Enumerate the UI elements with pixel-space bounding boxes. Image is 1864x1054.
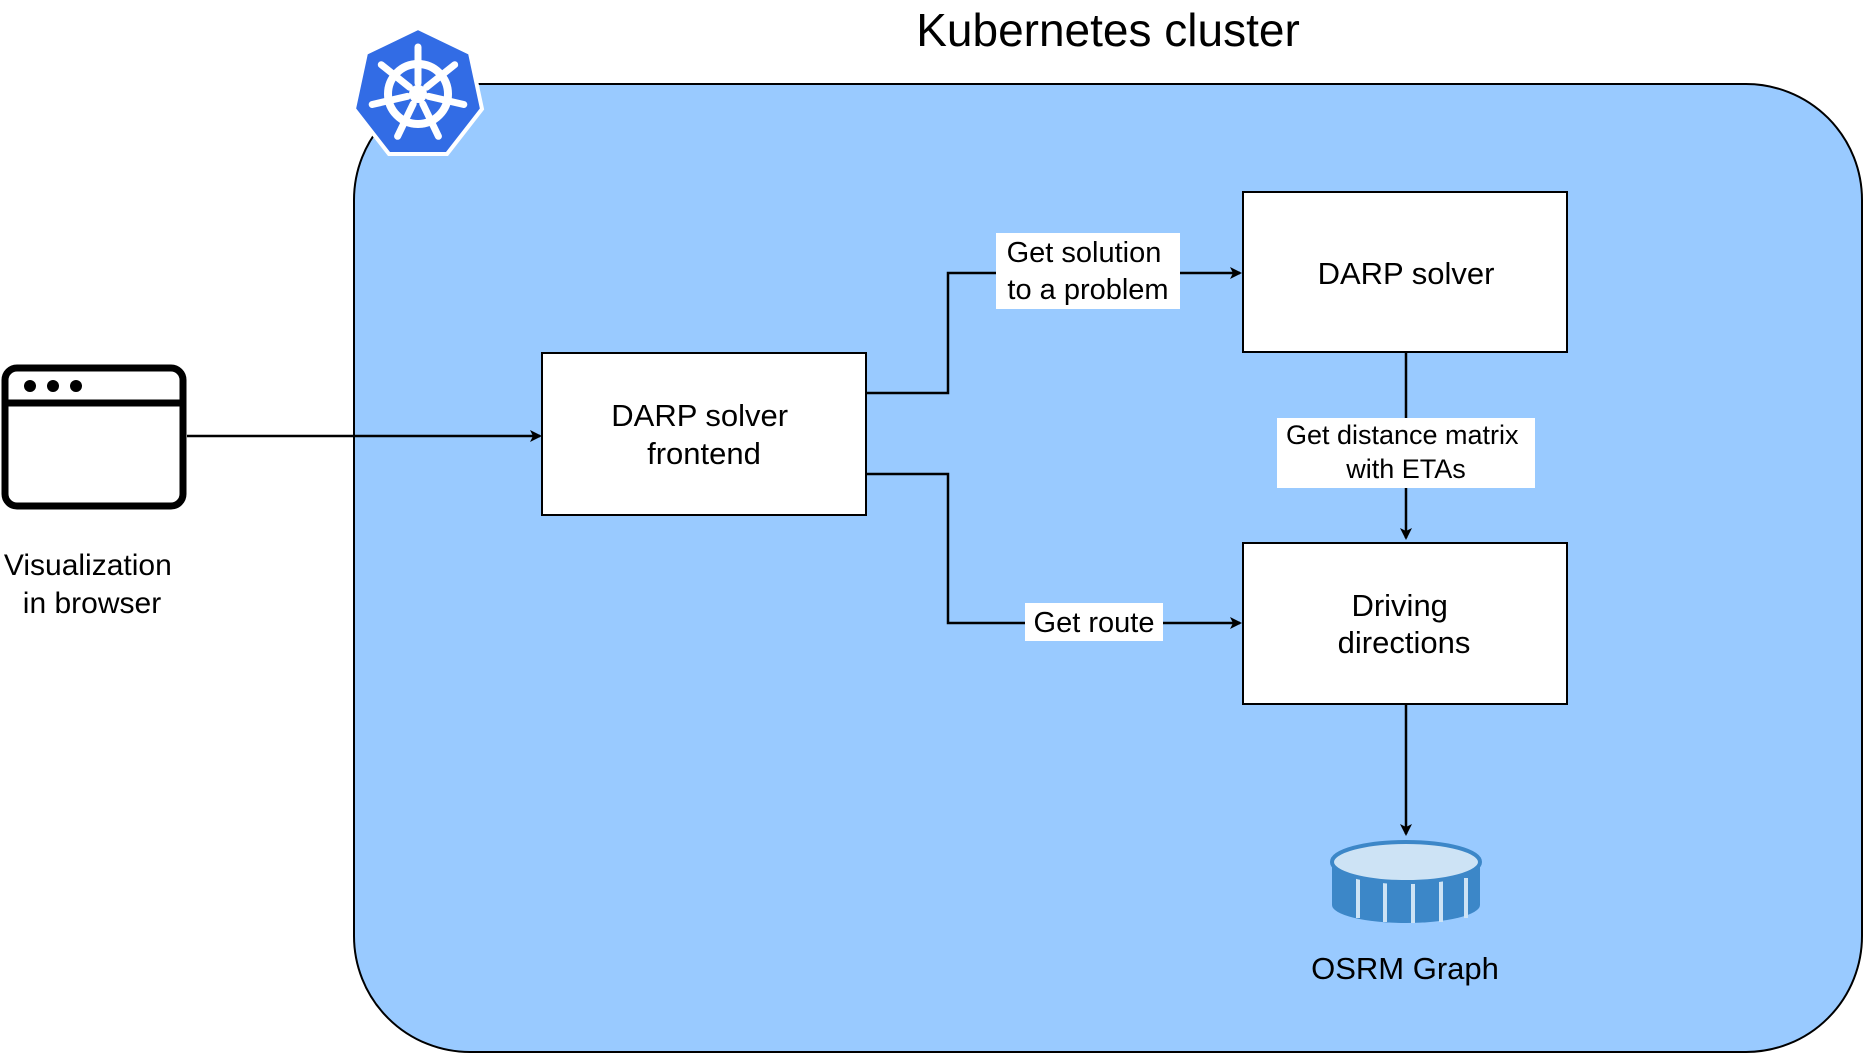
frontend-label-line-2: frontend: [647, 436, 761, 471]
edge-label-bg-route: [1025, 603, 1163, 641]
browser-label-line-1: Visualization: [4, 549, 172, 582]
edge-label-bg-solution: [996, 233, 1180, 309]
kubernetes-logo-icon: [351, 25, 485, 156]
driving-label-line-2: directions: [1338, 625, 1471, 660]
node-darp-solver: DARP solver: [1242, 191, 1568, 353]
driving-label-line-1: Driving: [1351, 588, 1447, 623]
solver-label: DARP solver: [1318, 256, 1495, 291]
svg-text:DARP solver: DARP solver: [1318, 256, 1495, 291]
cluster-title: Kubernetes cluster: [916, 4, 1300, 56]
node-darp-solver-frontend: DARP solver frontend: [541, 352, 867, 516]
kubernetes-cluster-container: [353, 83, 1863, 1053]
osrm-graph-label: OSRM Graph: [1311, 951, 1499, 986]
edge-label-distance-matrix: Get distance matrix with ETAs: [1286, 420, 1526, 484]
svg-text:DARP solver frontend: DARP solver frontend: [611, 398, 797, 471]
database-cylinder-icon: [1330, 840, 1482, 923]
frontend-label-line-1: DARP solver: [611, 398, 788, 433]
browser-window-icon: [1, 364, 187, 510]
browser-label-line-2: in browser: [23, 587, 161, 620]
edge-label-bg-matrix: [1277, 418, 1535, 488]
edge-label-get-solution: Get solution to a problem: [1007, 237, 1170, 306]
edge-label-get-route: Get route: [1034, 607, 1155, 639]
browser-label: Visualization in browser: [4, 549, 180, 620]
svg-text:Driving directions: Driving directions: [1338, 588, 1471, 660]
node-driving-directions: Driving directions: [1242, 542, 1568, 705]
